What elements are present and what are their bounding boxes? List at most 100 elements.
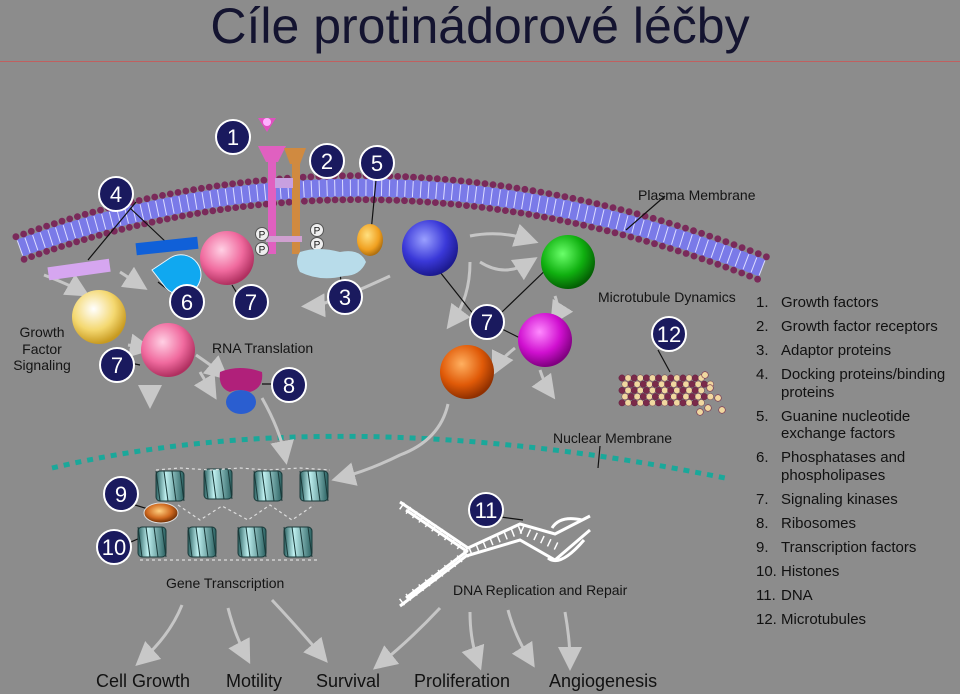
- legend-text: DNA: [781, 586, 813, 604]
- legend-text: Growth factor receptors: [781, 318, 938, 335]
- phospho-label: P: [314, 240, 321, 251]
- marker-circle: [468, 492, 504, 528]
- marker-number: 7: [245, 290, 257, 315]
- marker-number: 10: [102, 535, 126, 560]
- growth-factor-signaling-label: Factor: [22, 341, 62, 357]
- marker-circle: [215, 119, 251, 155]
- legend-item: 5. Guanine nucleotide exchange factors: [756, 408, 956, 443]
- legend-text: Histones: [781, 562, 840, 580]
- marker-number: 1: [227, 125, 239, 150]
- legend-number: 10.: [756, 562, 777, 580]
- marker-number: 9: [115, 482, 127, 507]
- legend-item: 8. Ribosomes: [756, 515, 956, 533]
- gene-transcription-label: Gene Transcription: [166, 575, 284, 591]
- legend-number: 9.: [756, 538, 769, 556]
- signaling-arrows: [43, 223, 582, 671]
- outcome-survival: Survival: [316, 671, 380, 691]
- legend-item: 11. DNA: [756, 587, 956, 605]
- marker-number: 4: [110, 182, 122, 207]
- legend-item: 4.Docking proteins/binding proteins: [756, 366, 956, 401]
- docking-protein-block-blue: [135, 236, 199, 256]
- legend-number: 11.: [756, 586, 776, 604]
- microtubule-dynamics-label: Microtubule Dynamics: [598, 289, 736, 305]
- growth-factor-sphere: [72, 290, 126, 344]
- legend-text: Ribosomes: [781, 514, 857, 532]
- marker-number: 11: [475, 498, 498, 523]
- legend-item: 1.Growth factors: [756, 294, 956, 312]
- adaptor-protein: [297, 249, 366, 279]
- legend-number: 5.: [756, 407, 769, 425]
- target-legend: 1.Growth factors 2. Growth factor receptor…: [756, 294, 956, 635]
- legend-item: 10.Histones: [756, 563, 956, 581]
- phospho-label: P: [259, 245, 266, 256]
- legend-text: Phosphatases and phospholipases: [781, 449, 906, 484]
- outcome-proliferation: Proliferation: [414, 671, 510, 691]
- outcome-cell-growth: Cell Growth: [96, 671, 190, 691]
- marker-number: 7: [111, 353, 123, 378]
- marker-circle: [309, 143, 345, 179]
- kinase-sphere-pink-top: [200, 231, 254, 285]
- page-title: Cíle protinádorové léčby: [210, 0, 750, 54]
- dna-replication-label: DNA Replication and Repair: [453, 582, 628, 598]
- legend-number: 6.: [756, 449, 769, 466]
- legend-text: Signaling kinases: [781, 490, 898, 508]
- phospho-label: P: [314, 226, 321, 237]
- histones: [137, 467, 331, 561]
- marker-circle: [96, 529, 132, 565]
- marker-circle: [233, 284, 269, 320]
- marker-circle: [651, 316, 687, 352]
- legend-number: 2.: [756, 318, 769, 335]
- growth-factor-signaling-label: Growth: [19, 324, 64, 340]
- gef-protein: [357, 224, 383, 256]
- docking-protein-block-lilac: [47, 258, 111, 281]
- title-rule: [0, 61, 960, 62]
- marker-number: 8: [283, 373, 295, 398]
- marker-number: 6: [181, 290, 193, 315]
- rna-translation-label: RNA Translation: [212, 340, 313, 356]
- growth-factor-signaling-label: Signaling: [13, 357, 71, 373]
- marker-number: 7: [481, 310, 493, 335]
- legend-item: 3.Adaptor proteins: [756, 342, 956, 360]
- ribosome: [219, 368, 263, 414]
- plasma-membrane-label: Plasma Membrane: [638, 187, 756, 203]
- marker-circle: [103, 476, 139, 512]
- kinase-sphere-blue: [402, 220, 458, 276]
- kinase-sphere-orange: [440, 345, 494, 399]
- marker-circle: [327, 279, 363, 315]
- marker-circle: [469, 304, 505, 340]
- legend-number: 8.: [756, 514, 769, 532]
- legend-text: Transcription factors: [781, 538, 917, 556]
- dna-replication-fork: [399, 500, 591, 608]
- legend-number: 4.: [756, 366, 769, 383]
- nuclear-membrane-label: Nuclear Membrane: [553, 430, 672, 446]
- marker-number: 3: [339, 285, 351, 310]
- growth-factor-receptor: [258, 118, 306, 254]
- nuclear-membrane-line: [51, 433, 726, 481]
- marker-number: 2: [321, 149, 333, 174]
- legend-item: 7. Signaling kinases: [756, 491, 956, 509]
- phospho-label: P: [259, 230, 266, 241]
- marker-number: 12: [657, 322, 681, 347]
- kinase-sphere-magenta: [518, 313, 572, 367]
- legend-text: Microtubules: [781, 610, 867, 628]
- legend-number: 7.: [756, 490, 769, 508]
- legend-number: 1.: [756, 294, 769, 311]
- marker-circle: [271, 367, 307, 403]
- microtubule: [618, 371, 726, 416]
- legend-item: 6. Phosphatases and phospholipases: [756, 449, 956, 484]
- marker-circle: [98, 176, 134, 212]
- legend-item: 9. Transcription factors: [756, 539, 956, 557]
- kinase-sphere-green: [541, 235, 595, 289]
- marker-circle: [99, 347, 135, 383]
- legend-text: Guanine nucleotide exchange factors: [781, 407, 911, 443]
- legend-item: 12.Microtubules: [756, 611, 956, 629]
- legend-number: 3.: [756, 342, 769, 359]
- plasma-membrane: [12, 172, 770, 283]
- marker-circle: [169, 284, 205, 320]
- phosphate-groups: P P P P: [255, 223, 324, 256]
- kinase-sphere-pink-left: [141, 323, 195, 377]
- marker-number: 5: [371, 151, 383, 176]
- legend-number: 12.: [756, 610, 777, 628]
